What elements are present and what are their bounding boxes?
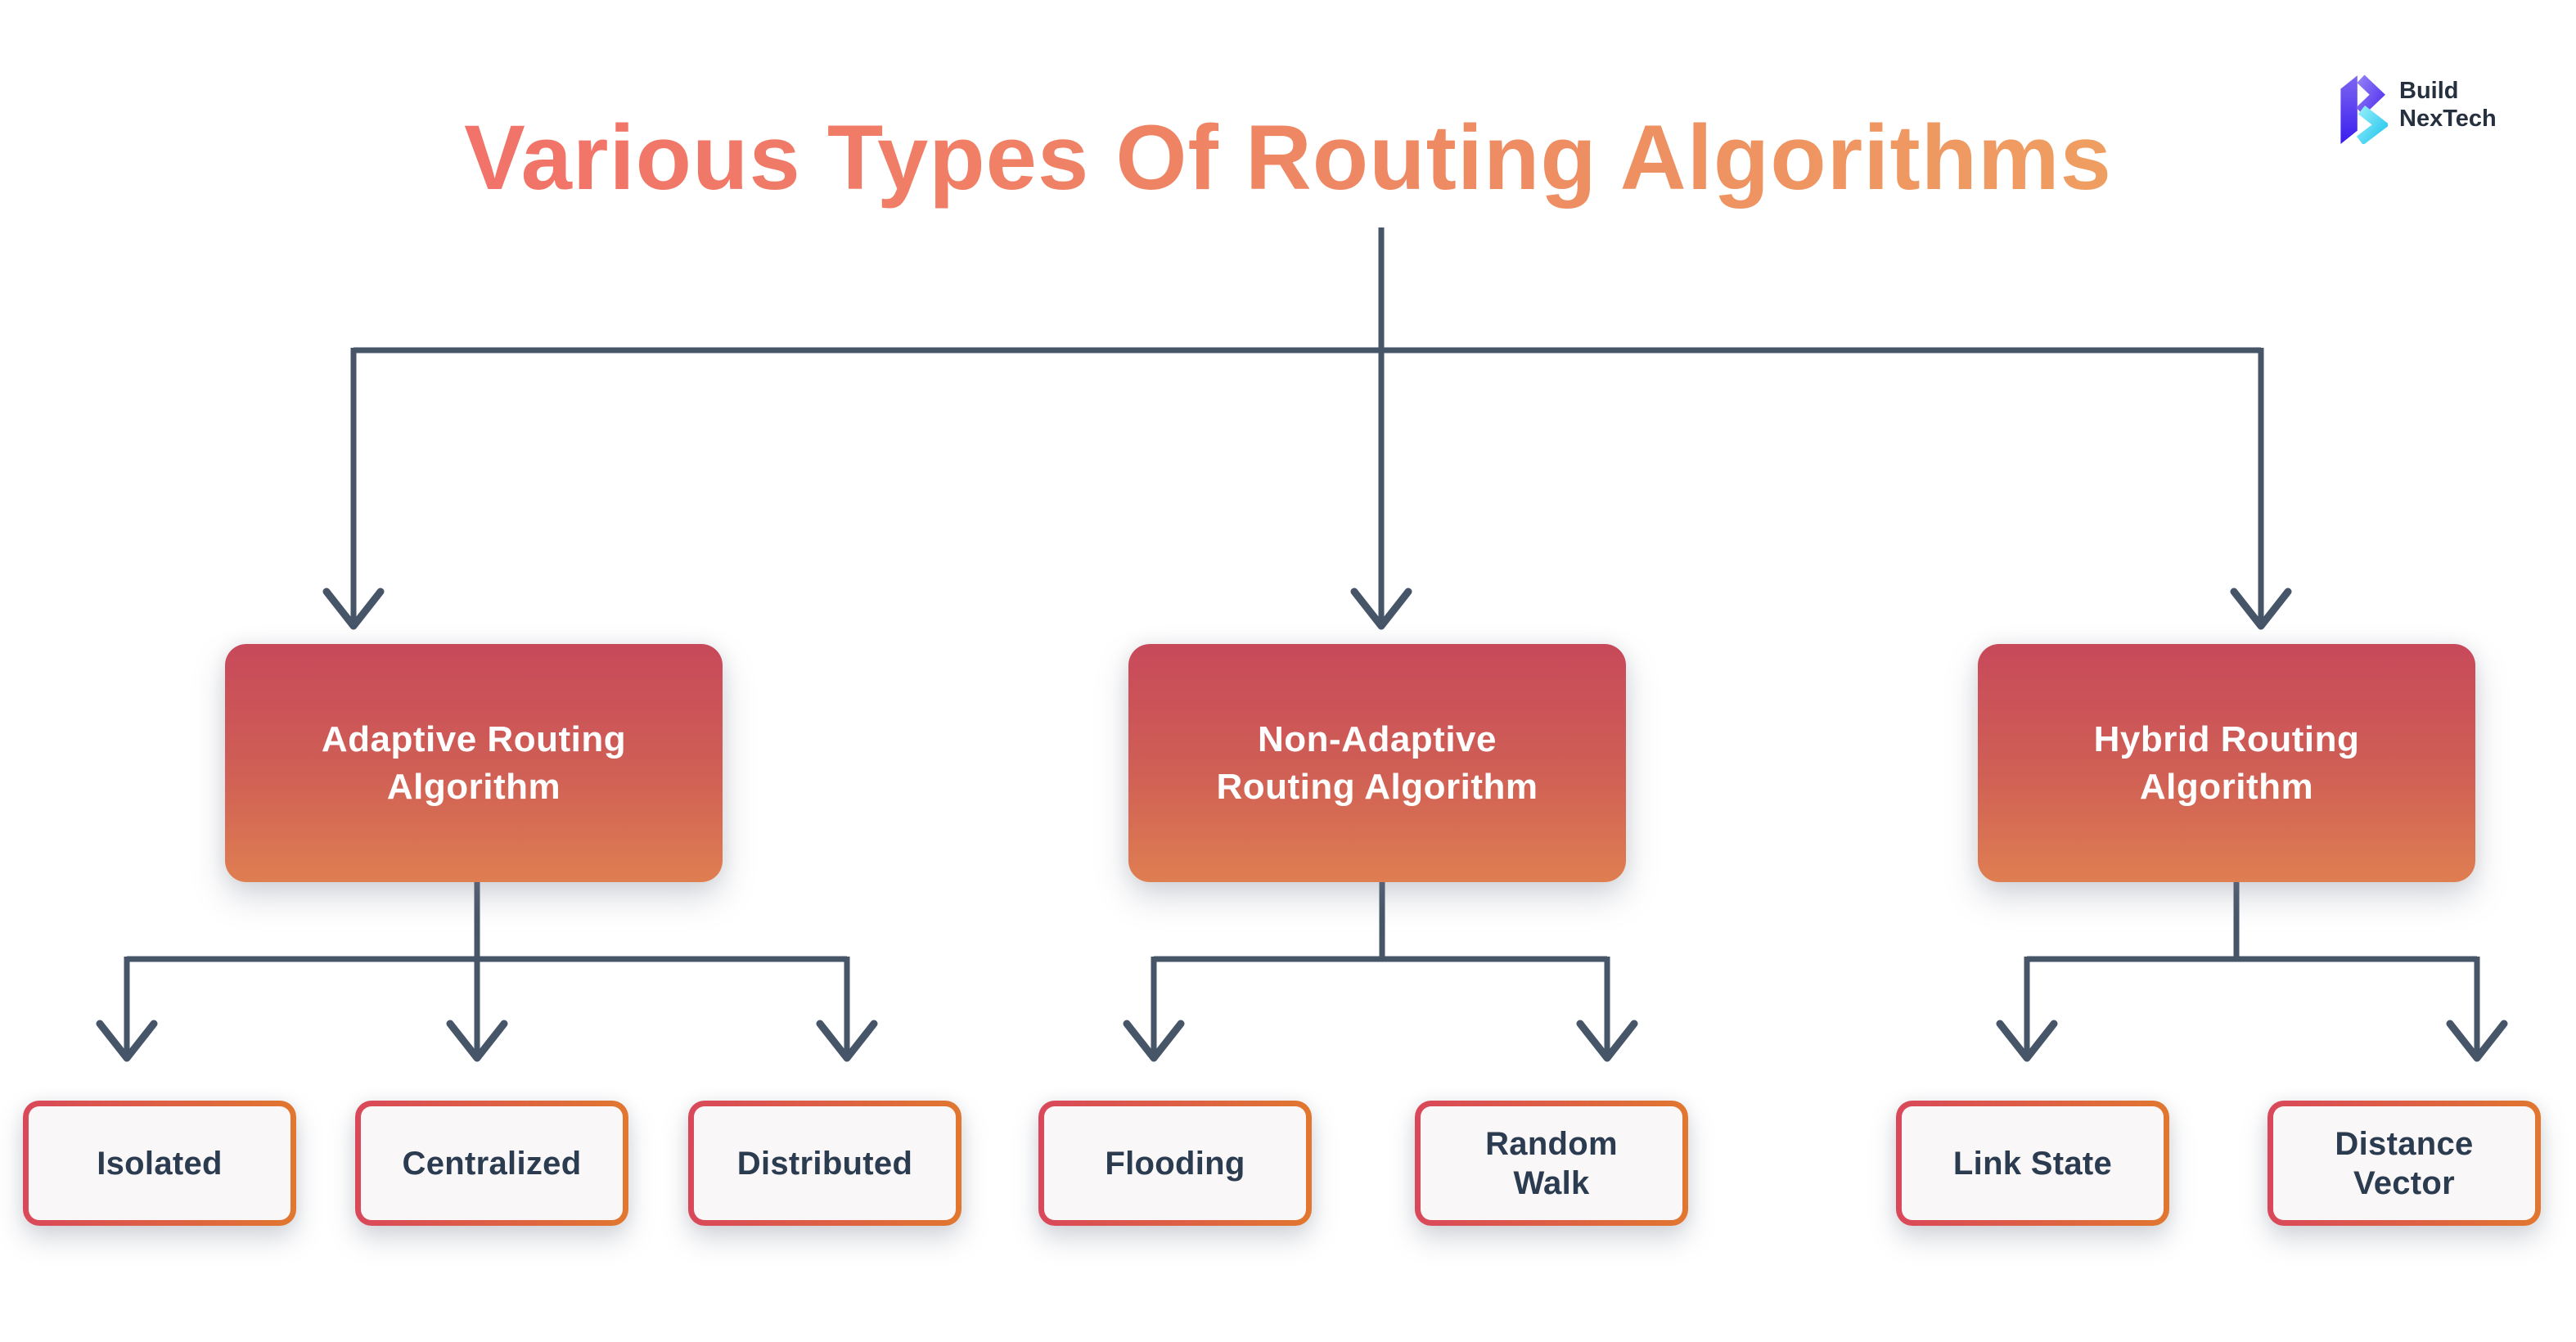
node-distributed: Distributed <box>688 1101 961 1226</box>
logo-top-chevron-shape <box>2356 74 2385 115</box>
node-hybrid-routing-label: Hybrid Routing Algorithm <box>2093 719 2360 807</box>
node-adaptive-routing-label: Adaptive Routing Algorithm <box>321 719 627 807</box>
arrowhead-linkstate <box>1996 1020 2058 1062</box>
node-random-walk: Random Walk <box>1415 1101 1688 1226</box>
logo-bottom-chevron-shape <box>2356 105 2388 144</box>
node-link-state: Link State <box>1896 1101 2169 1226</box>
buildnextech-logo: Build NexTech <box>2340 67 2497 144</box>
logo-bar-shape <box>2340 75 2358 144</box>
arrowhead-hybrid <box>2230 588 2292 630</box>
page-title: Various Types Of Routing Algorithms <box>0 105 2576 210</box>
arrowhead-distributed <box>816 1020 878 1062</box>
arrowhead-centralized <box>446 1020 508 1062</box>
buildnextech-logo-icon <box>2340 74 2388 144</box>
node-isolated-label: Isolated <box>97 1145 223 1182</box>
arrowhead-isolated <box>96 1020 158 1062</box>
arrowhead-flooding <box>1123 1020 1185 1062</box>
arrowhead-adaptive <box>322 588 385 630</box>
node-random-walk-label: Random Walk <box>1485 1125 1618 1201</box>
node-link-state-label: Link State <box>1952 1145 2113 1182</box>
node-isolated: Isolated <box>23 1101 296 1226</box>
node-isolated-body: Isolated <box>29 1106 290 1220</box>
node-distance-vector-body: Distance Vector <box>2273 1106 2535 1220</box>
brand-name: Build NexTech <box>2399 78 2497 133</box>
node-centralized-label: Centralized <box>402 1145 582 1182</box>
node-distance-vector-label: Distance Vector <box>2335 1125 2474 1201</box>
arrowhead-randomwalk <box>1576 1020 1638 1062</box>
node-flooding-body: Flooding <box>1044 1106 1306 1220</box>
node-distributed-label: Distributed <box>736 1145 913 1182</box>
brand-name-line2: NexTech <box>2399 106 2497 132</box>
node-distributed-body: Distributed <box>694 1106 956 1220</box>
node-flooding: Flooding <box>1038 1101 1312 1226</box>
node-centralized: Centralized <box>355 1101 628 1226</box>
brand-name-line1: Build <box>2399 78 2459 105</box>
arrowhead-nonadaptive <box>1350 588 1412 630</box>
node-random-walk-body: Random Walk <box>1421 1106 1682 1220</box>
node-flooding-label: Flooding <box>1105 1145 1245 1182</box>
node-nonadaptive-routing: Non-Adaptive Routing Algorithm <box>1128 644 1626 882</box>
node-distance-vector: Distance Vector <box>2268 1101 2541 1226</box>
node-centralized-body: Centralized <box>361 1106 623 1220</box>
arrowhead-distancevector <box>2446 1020 2508 1062</box>
node-link-state-body: Link State <box>1902 1106 2164 1220</box>
node-hybrid-routing: Hybrid Routing Algorithm <box>1978 644 2475 882</box>
node-nonadaptive-routing-label: Non-Adaptive Routing Algorithm <box>1216 719 1538 807</box>
node-adaptive-routing: Adaptive Routing Algorithm <box>225 644 723 882</box>
